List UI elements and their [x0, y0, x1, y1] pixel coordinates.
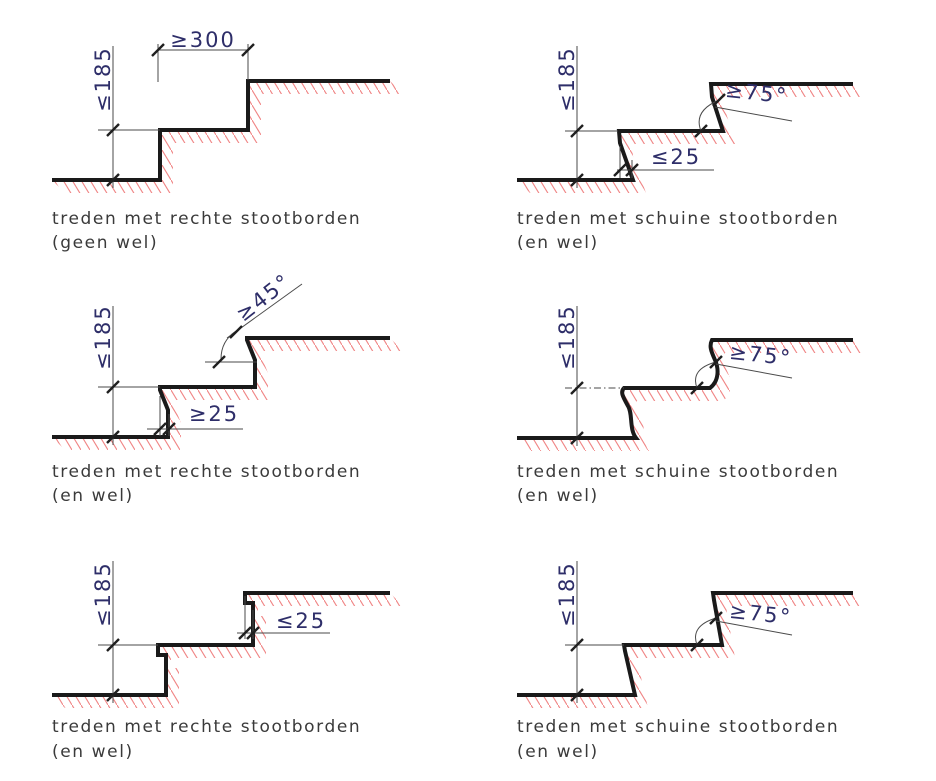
riser-height-label: ≤185 — [91, 561, 115, 627]
tread-depth-label: ≥300 — [170, 28, 236, 52]
caption-line1: treden met schuine stootborden — [517, 717, 839, 737]
riser-height-label: ≤185 — [91, 46, 115, 112]
panel-bottom-right: ≤185 ≥75° treden met schuine stootborden… — [517, 561, 866, 762]
caption-line1: treden met rechte stootborden — [52, 717, 361, 737]
step-profile — [52, 336, 390, 439]
nose-offset-label: ≤25 — [276, 609, 326, 633]
caption-line2: (geen wel) — [52, 233, 158, 253]
height-dimension: ≤185 — [91, 304, 160, 445]
height-dimension: ≤185 — [91, 561, 158, 703]
riser-height-label: ≤185 — [555, 304, 579, 370]
caption-line2: (en wel) — [52, 486, 134, 506]
riser-height-label: ≤185 — [91, 304, 115, 370]
height-dimension: ≤185 — [555, 46, 618, 188]
tread-depth-dimension: ≥300 — [151, 28, 255, 82]
caption-line2: (en wel) — [52, 742, 134, 762]
hatch-band — [52, 593, 403, 708]
nose-offset-label: ≤25 — [651, 145, 701, 169]
riser-angle-label: ≥75° — [728, 340, 793, 370]
step-profile — [517, 591, 853, 697]
height-dimension: ≤185 — [555, 304, 624, 446]
angle-dimension: ≥75° — [690, 340, 793, 395]
hatch-band — [52, 81, 403, 193]
caption-line2: (en wel) — [517, 742, 599, 762]
panel-top-right: ≤185 ≤25 ≥75° treden met schuine stootbo… — [517, 46, 866, 253]
caption-line1: treden met schuine stootborden — [517, 462, 839, 482]
height-dimension: ≤185 — [91, 46, 160, 188]
nose-offset-dimension: ≥25 — [147, 396, 243, 436]
riser-angle-label: ≥75° — [724, 78, 789, 108]
hatch-band — [517, 340, 866, 451]
riser-height-label: ≤185 — [555, 46, 579, 112]
step-profile — [517, 338, 853, 440]
nose-offset-label: ≥25 — [189, 402, 239, 426]
height-dimension: ≤185 — [555, 561, 624, 703]
riser-height-label: ≤185 — [555, 561, 579, 627]
nose-angle-label: ≥45° — [232, 269, 296, 327]
panel-bottom-left: ≤185 ≤25 treden met rechte stootborden (… — [52, 561, 403, 762]
nose-offset-dimension: ≤25 — [613, 145, 714, 178]
panel-top-left: ≤185 ≥300 treden met rechte stootborden … — [52, 28, 403, 253]
panel-middle-left: ≤185 ≥25 ≥45° treden met rechte stootbor… — [52, 269, 403, 506]
caption-line1: treden met schuine stootborden — [517, 209, 839, 229]
step-profile — [52, 79, 390, 182]
caption-line1: treden met rechte stootborden — [52, 462, 361, 482]
hatch-band — [517, 84, 866, 193]
caption-line1: treden met rechte stootborden — [52, 209, 361, 229]
caption-line2: (en wel) — [517, 233, 599, 253]
caption-line2: (en wel) — [517, 486, 599, 506]
nose-offset-dimension: ≤25 — [237, 596, 330, 640]
hatch-band — [52, 338, 403, 450]
panel-middle-right: ≤185 ≥75° treden met schuine stootborden… — [517, 304, 866, 506]
step-profile — [517, 82, 853, 182]
